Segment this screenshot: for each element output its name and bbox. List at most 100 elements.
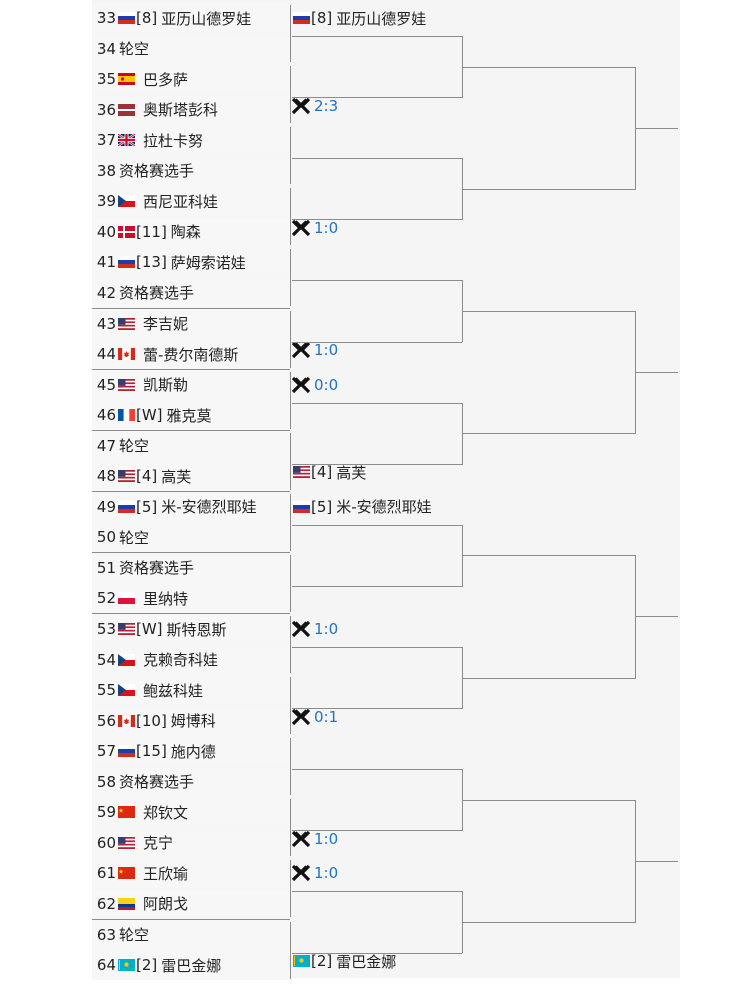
score-value: 1:0: [314, 341, 339, 360]
player-name: 高芙: [336, 463, 367, 482]
match-score[interactable]: 1:0: [292, 617, 338, 641]
czech-flag-icon: [118, 195, 135, 208]
round2-bracket-line: [292, 891, 462, 893]
draw-entry[interactable]: 40[11]陶森: [92, 216, 290, 247]
round2-bracket-line: [462, 524, 463, 587]
round2-player[interactable]: [5]米-安德烈耶娃: [292, 495, 432, 519]
draw-entry[interactable]: 33[8]亚历山德罗娃: [92, 3, 290, 33]
player-name: 斯特恩斯: [166, 620, 227, 639]
entry-separator: [92, 796, 290, 798]
draw-entry[interactable]: 64[2]雷巴金娜: [92, 950, 290, 981]
match-icon: [292, 830, 310, 847]
draw-entry[interactable]: 41[13]萨姆索诺娃: [92, 247, 290, 278]
round1-bracket-line: [290, 799, 291, 857]
round1-bracket-line: [290, 66, 291, 124]
seed-label: [8]: [311, 9, 333, 27]
player-name: 里纳特: [143, 589, 189, 608]
draw-entry[interactable]: 60 克宁: [92, 827, 290, 858]
match-score[interactable]: 1:0: [292, 338, 338, 362]
draw-entry[interactable]: 48[4]高芙: [92, 461, 290, 492]
player-name: 克赖奇科娃: [143, 651, 219, 670]
draw-entry[interactable]: 57[15]施内德: [92, 736, 290, 767]
round2-bracket-line: [292, 341, 462, 343]
round2-bracket-line: [462, 769, 463, 832]
score-value: 1:0: [314, 218, 339, 237]
match-score[interactable]: 0:1: [292, 705, 338, 729]
draw-position: 64: [96, 956, 116, 975]
player-name: 奥斯塔彭科: [143, 101, 219, 120]
draw-entry[interactable]: 53[W]斯特恩斯: [92, 614, 290, 644]
player-name: 雅克莫: [166, 406, 212, 425]
match-score[interactable]: 1:0: [292, 216, 338, 240]
round2-bracket-line: [292, 219, 462, 221]
draw-entry[interactable]: 46[W]雅克莫: [92, 400, 290, 431]
player-name: 蕾-费尔南德斯: [143, 345, 239, 364]
round3-bracket-line: [463, 310, 635, 312]
draw-entry[interactable]: 49[5]米-安德烈耶娃: [92, 491, 290, 522]
round2-player[interactable]: [2]雷巴金娜: [292, 949, 396, 973]
score-value: 0:0: [314, 375, 339, 394]
draw-position: 47: [96, 436, 116, 455]
round2-player[interactable]: [4]高芙: [292, 460, 366, 484]
match-score[interactable]: 1:0: [292, 861, 338, 885]
draw-position: 50: [96, 528, 116, 547]
spain-flag-icon: [118, 73, 135, 86]
draw-position: 48: [96, 467, 116, 486]
round4-bracket-line: [636, 860, 678, 862]
draw-entry[interactable]: 56[10]姆博科: [92, 705, 290, 736]
latvia-flag-icon: [118, 103, 135, 116]
draw-position: 39: [96, 192, 116, 211]
match-score[interactable]: 1:0: [292, 827, 338, 851]
round2-bracket-line: [292, 402, 462, 404]
entry-separator: [92, 124, 290, 126]
round4-bracket-line: [636, 616, 678, 618]
score-value: 1:0: [314, 864, 339, 883]
match-score[interactable]: 0:0: [292, 373, 338, 397]
player-name: 克宁: [143, 834, 174, 853]
player-name: 轮空: [119, 40, 150, 59]
match-score[interactable]: 2:3: [292, 94, 338, 118]
round2-bracket-line: [292, 97, 462, 99]
draw-position: 33: [96, 9, 116, 27]
round2-bracket-line: [292, 769, 462, 771]
match-icon: [292, 621, 310, 637]
round1-bracket-line: [290, 677, 291, 735]
round1-bracket-line: [290, 127, 291, 185]
score-value: 1:0: [314, 829, 339, 848]
entry-separator: [92, 369, 290, 371]
round2-player[interactable]: [8]亚历山德罗娃: [292, 6, 426, 30]
draw-position: 57: [96, 742, 116, 761]
player-name: 王欣瑜: [143, 864, 189, 883]
round3-bracket-line: [463, 188, 635, 190]
player-name: 米-安德烈耶娃: [161, 498, 257, 517]
match-icon: [292, 219, 310, 236]
draw-position: 60: [96, 833, 116, 852]
round1-bracket-line: [290, 5, 291, 63]
draw-position: 46: [96, 406, 116, 425]
round1-bracket-line: [290, 738, 291, 796]
round2-bracket-line: [292, 647, 462, 648]
round2-bracket-line: [292, 463, 462, 465]
round3-bracket-line: [463, 677, 635, 679]
